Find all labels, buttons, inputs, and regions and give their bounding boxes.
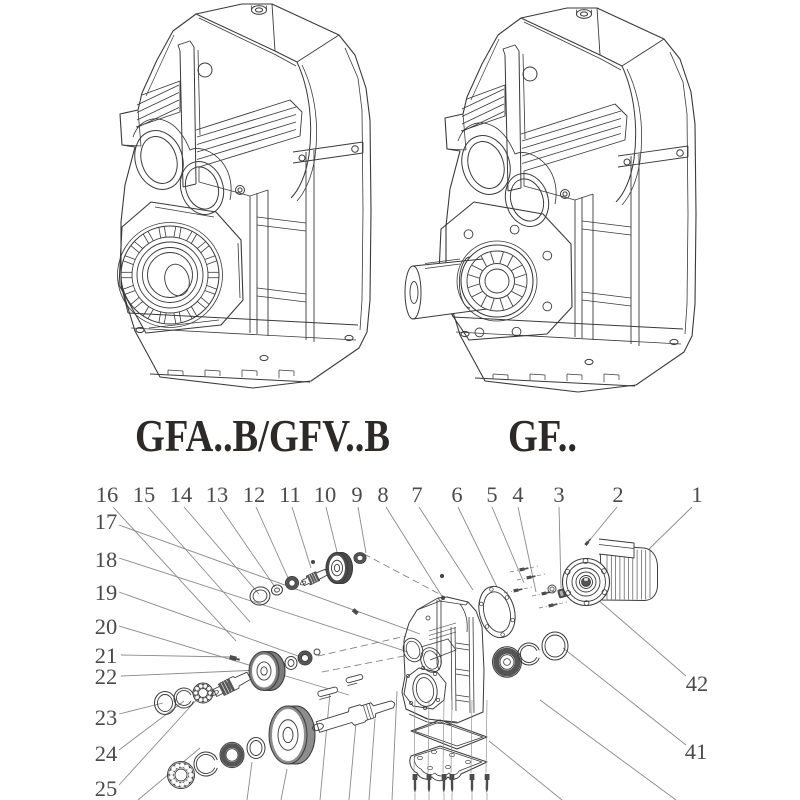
- svg-text:5: 5: [486, 482, 497, 507]
- svg-text:15: 15: [133, 482, 156, 507]
- svg-text:1: 1: [691, 482, 702, 507]
- svg-text:41: 41: [685, 739, 708, 764]
- svg-text:8: 8: [377, 482, 388, 507]
- svg-text:17: 17: [95, 509, 118, 534]
- svg-text:18: 18: [95, 547, 118, 572]
- svg-text:7: 7: [411, 482, 422, 507]
- svg-text:19: 19: [95, 580, 118, 605]
- svg-text:9: 9: [351, 482, 362, 507]
- svg-text:42: 42: [686, 671, 709, 696]
- svg-text:14: 14: [170, 482, 193, 507]
- svg-text:11: 11: [279, 482, 301, 507]
- svg-text:25: 25: [95, 776, 118, 800]
- svg-text:23: 23: [95, 705, 118, 730]
- svg-text:12: 12: [243, 482, 266, 507]
- svg-text:21: 21: [95, 643, 118, 668]
- svg-text:GFA..B/GFV..B: GFA..B/GFV..B: [135, 411, 390, 461]
- svg-text:2: 2: [612, 482, 623, 507]
- svg-text:GF..: GF..: [508, 411, 577, 461]
- svg-text:6: 6: [451, 482, 462, 507]
- svg-text:13: 13: [206, 482, 229, 507]
- svg-text:20: 20: [95, 614, 118, 639]
- svg-text:24: 24: [95, 741, 118, 766]
- svg-text:10: 10: [314, 482, 337, 507]
- svg-text:22: 22: [95, 664, 118, 689]
- svg-text:3: 3: [553, 482, 564, 507]
- svg-text:4: 4: [512, 482, 523, 507]
- svg-text:16: 16: [96, 482, 119, 507]
